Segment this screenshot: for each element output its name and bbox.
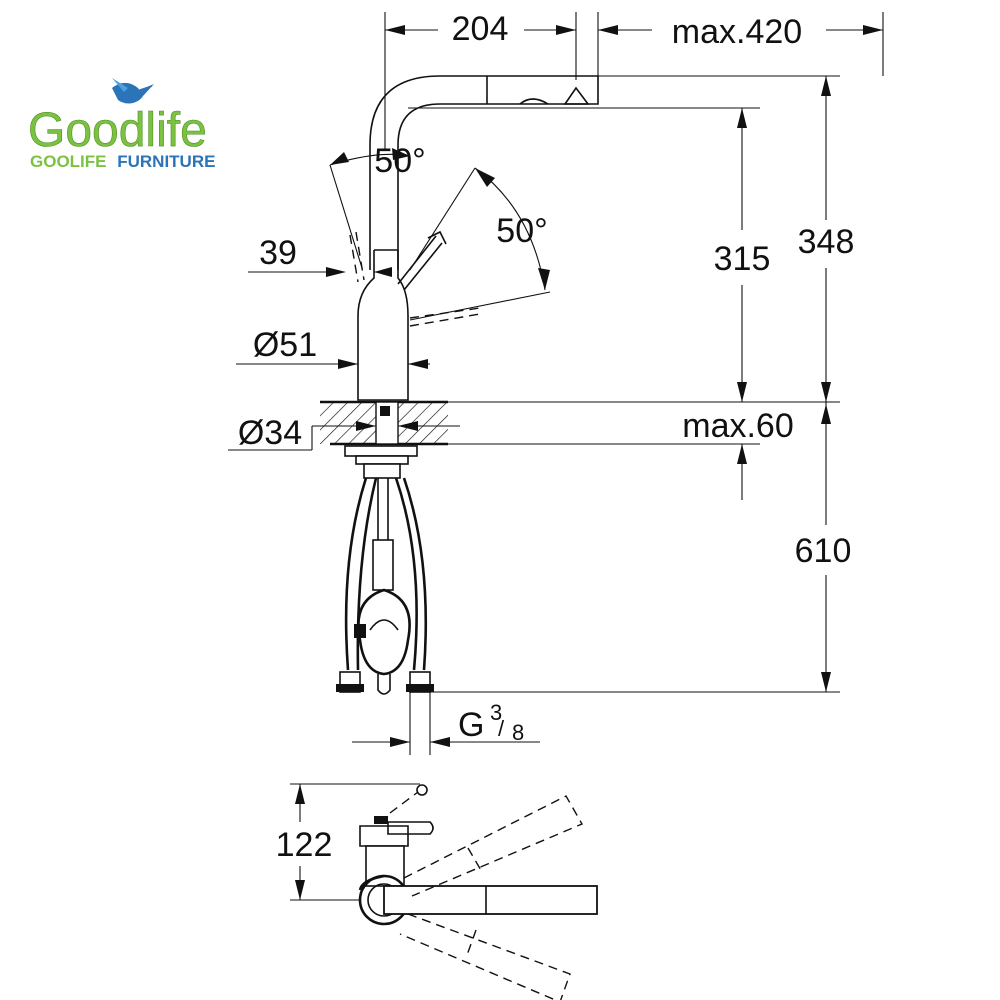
dim-plan-depth: 122: [276, 826, 333, 864]
dim-thread-den: 8: [512, 720, 524, 745]
dim-max-reach: max.420: [672, 13, 802, 51]
thread-dimension: [352, 737, 540, 747]
logo-tagline-part2: FURNITURE: [117, 152, 215, 171]
faucet-elevation: [329, 75, 599, 401]
brand-logo: Goodlife GOOLIFE FURNITURE: [28, 78, 215, 171]
logo-wordmark: Goodlife: [28, 104, 207, 157]
logo-tagline-part1: GOOLIFE: [30, 152, 107, 171]
dim-thread-num: 3: [490, 700, 502, 725]
lever-offset-dimension: [248, 267, 392, 277]
top-dimension-lines: [384, 12, 884, 150]
dim-thread: G: [458, 706, 484, 744]
dim-body-diameter: Ø51: [253, 326, 317, 364]
logo-tagline: GOOLIFE FURNITURE: [30, 152, 215, 171]
dim-hole-diameter: Ø34: [238, 414, 302, 452]
hummingbird-icon: [112, 78, 154, 104]
dim-lever-offset: 39: [259, 234, 297, 272]
dim-thread-prefix: G: [458, 706, 484, 744]
dim-outlet-height: 315: [714, 240, 771, 278]
vertical-dimension-lines: [737, 76, 831, 692]
dim-spout-reach: 204: [452, 10, 509, 48]
hole-diameter-dimension: [228, 421, 460, 451]
countertop-section: [320, 75, 840, 446]
dim-hose-length: 610: [795, 532, 852, 570]
dim-angle-spray: 50°: [496, 212, 547, 250]
dim-thread-slash: /: [498, 716, 505, 741]
dim-total-height: 348: [798, 223, 855, 261]
dim-angle-lever: 50°: [374, 142, 425, 180]
under-deck-hardware: [336, 445, 840, 755]
body-diameter-dimension: [236, 359, 430, 369]
faucet-plan-view: [290, 783, 598, 1000]
dim-deck-thickness: max.60: [682, 407, 794, 445]
